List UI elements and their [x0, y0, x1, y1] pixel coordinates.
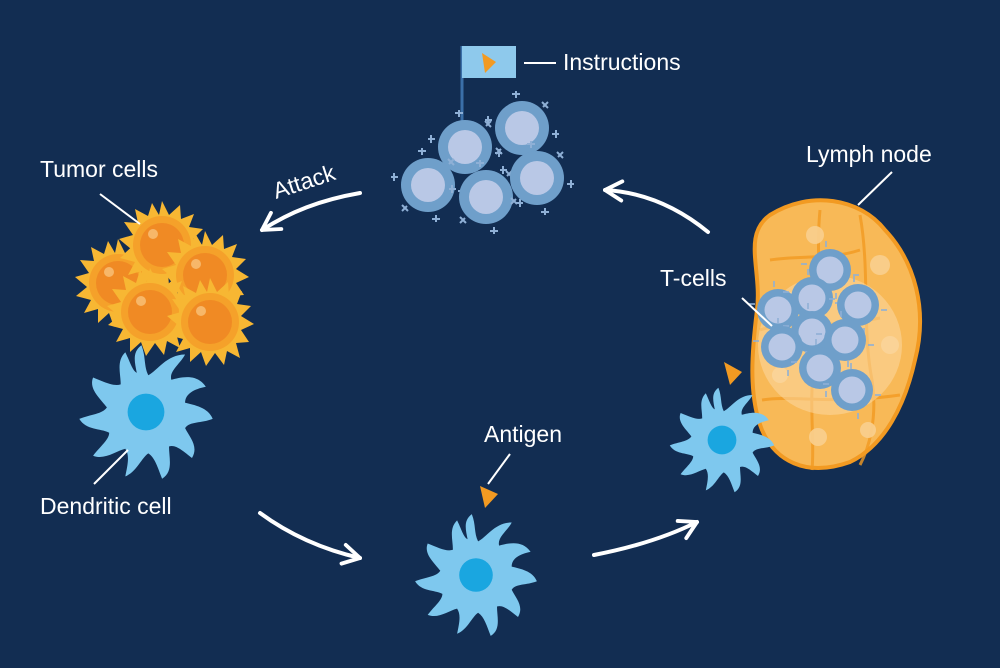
node-to-tcells-arrow — [603, 179, 710, 234]
tumor-cell-cluster — [75, 201, 254, 366]
antigen-label: Antigen — [484, 421, 562, 447]
cycle-arrows — [258, 179, 710, 566]
antigen-marker — [480, 486, 498, 508]
dendritic-migrate-arrow — [258, 511, 362, 566]
lymph-node-label: Lymph node — [806, 141, 932, 167]
antigen-icon — [482, 53, 496, 73]
activated-t-cell-cluster — [390, 90, 575, 235]
attack-label: Attack — [270, 159, 339, 204]
leader-lines — [93, 62, 893, 485]
t-cell — [390, 147, 466, 223]
attack-arrow — [260, 191, 362, 232]
t-cells-label: T-cells — [660, 265, 726, 291]
instructions-label: Instructions — [563, 49, 681, 75]
to-lymph-node-arrow — [592, 519, 699, 557]
antigen-marker-node — [724, 362, 742, 385]
dendritic-cell-at-tumor — [79, 345, 213, 479]
dendritic-cell-label: Dendritic cell — [40, 493, 172, 519]
tumor-cells-label: Tumor cells — [40, 156, 158, 182]
dendritic-cell-carrying-antigen — [415, 514, 537, 636]
instructions-flag — [460, 46, 516, 128]
